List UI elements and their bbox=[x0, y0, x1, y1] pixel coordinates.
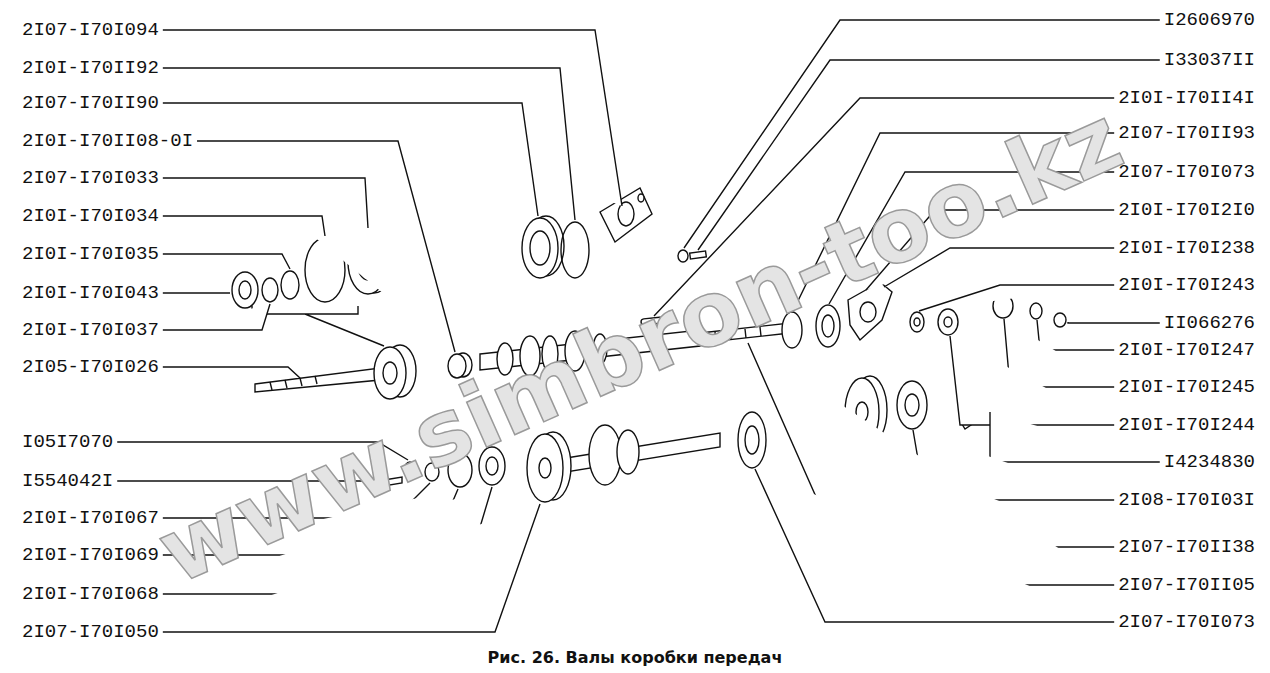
oil-seal-hole bbox=[239, 281, 251, 299]
part-number: 2I0I-I70I238 bbox=[1118, 237, 1255, 259]
part-number: 2I07-I70II93 bbox=[1118, 122, 1255, 144]
leader-line bbox=[163, 216, 325, 236]
part-number: 2I0I-I70I037 bbox=[22, 319, 159, 341]
leader-line bbox=[163, 292, 230, 293]
plate-hole bbox=[618, 202, 634, 226]
leader-line bbox=[755, 469, 1114, 622]
bearing-inner bbox=[905, 394, 919, 416]
input-gear bbox=[374, 347, 406, 399]
leader-line bbox=[163, 254, 290, 269]
part-number: 2I07-I70I050 bbox=[22, 621, 159, 643]
part-number: 2I08-I70I03I bbox=[1118, 489, 1255, 511]
nut bbox=[938, 309, 958, 335]
bearing bbox=[738, 412, 766, 468]
part-number: I4234830 bbox=[1164, 451, 1255, 473]
washer bbox=[1030, 303, 1042, 319]
part-number: I2606970 bbox=[1164, 9, 1255, 31]
part-number: 2I0I-I70II92 bbox=[22, 57, 159, 79]
nut-hole bbox=[944, 317, 952, 327]
ring bbox=[281, 271, 299, 299]
figure-caption: Рис. 26. Валы коробки передач bbox=[0, 648, 1270, 668]
part-number: 2I07-I70I033 bbox=[22, 167, 159, 189]
bearing bbox=[522, 218, 558, 278]
washer bbox=[910, 312, 924, 332]
bolt bbox=[690, 251, 707, 259]
part-number: 2I0I-I70I247 bbox=[1118, 339, 1255, 361]
leader-line bbox=[163, 304, 270, 330]
gear-hub bbox=[383, 362, 397, 384]
flange-hub bbox=[860, 302, 876, 322]
bearing bbox=[897, 381, 927, 429]
part-number: 2I0I-I70I244 bbox=[1118, 414, 1255, 436]
plate-hole bbox=[638, 194, 644, 202]
leader-line bbox=[950, 336, 1114, 425]
part-number: 2I07-I70II90 bbox=[22, 92, 159, 114]
group-bracket bbox=[252, 306, 384, 346]
spline-lines bbox=[270, 376, 317, 390]
washer bbox=[678, 250, 688, 262]
gear bbox=[617, 430, 639, 474]
part-number: 2I07-I70II38 bbox=[1118, 536, 1255, 558]
part-number: 2I0I-I70I067 bbox=[22, 507, 159, 529]
part-number: 2I0I-I70I034 bbox=[22, 205, 159, 227]
part-number: 2I07-I70II05 bbox=[1118, 574, 1255, 596]
bearing-inner bbox=[530, 231, 550, 265]
part-number: I05I7070 bbox=[22, 431, 113, 453]
washer-hole bbox=[914, 318, 920, 326]
part-number: 2I07-I70I094 bbox=[22, 19, 159, 41]
gear bbox=[589, 425, 621, 485]
part-number: 2I0I-I70I245 bbox=[1118, 376, 1255, 398]
leader-line bbox=[919, 285, 1114, 311]
oil-seal bbox=[232, 272, 258, 308]
bearing-inner bbox=[745, 426, 759, 454]
circlip bbox=[561, 222, 589, 278]
part-number: 2I0I-I70I243 bbox=[1118, 274, 1255, 296]
part-number: I33037II bbox=[1164, 49, 1255, 71]
nut bbox=[1054, 313, 1066, 327]
part-number: 2I0I-I70II4I bbox=[1118, 87, 1255, 109]
part-number: 2I07-I70I073 bbox=[1118, 611, 1255, 633]
bearing-inner bbox=[822, 315, 834, 337]
part-number: 2I0I-I70I069 bbox=[22, 544, 159, 566]
leader-line bbox=[163, 367, 300, 378]
part-number: 2I0I-I70II08-0I bbox=[22, 130, 193, 152]
part-number: I554042I bbox=[22, 470, 113, 492]
leader-line bbox=[1068, 322, 1160, 323]
ring bbox=[262, 278, 278, 302]
part-number: 2I0I-I70I043 bbox=[22, 282, 159, 304]
leader-line bbox=[1037, 320, 1114, 350]
part-number: 2I05-I70I026 bbox=[22, 356, 159, 378]
gear-hub bbox=[539, 458, 551, 478]
part-number: II066276 bbox=[1164, 312, 1255, 334]
part-number: 2I0I-I70I068 bbox=[22, 583, 159, 605]
part-number: 2I0I-I70I2I0 bbox=[1118, 199, 1255, 221]
part-number: 2I07-I70I073 bbox=[1118, 161, 1255, 183]
part-number: 2I0I-I70I035 bbox=[22, 243, 159, 265]
countershaft bbox=[560, 433, 720, 473]
